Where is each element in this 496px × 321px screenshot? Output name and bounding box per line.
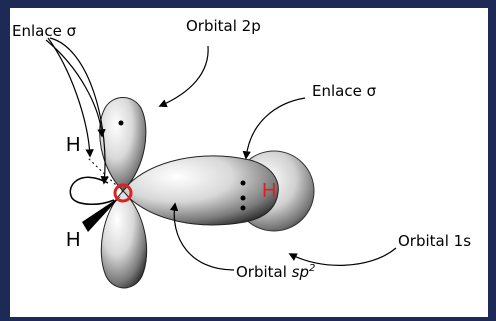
label-enlace-sigma-left: Enlace σ: [12, 22, 77, 40]
electron-dot: [240, 180, 246, 186]
label-orbital-2p: Orbital 2p: [186, 17, 261, 35]
arrow-sigma-right: [242, 97, 306, 160]
atom-h-bonded: H: [262, 180, 277, 202]
electron-dot: [240, 195, 246, 201]
label-orbital-sp2-prefix: Orbital: [236, 263, 292, 281]
arrow-orbital-2p: [158, 45, 209, 108]
diagram-panel: Enlace σ Orbital 2p Enlace σ Orbital 1s …: [10, 8, 488, 317]
sp2-lobe-right: [121, 155, 279, 226]
arrow-sigma-left-2: [45, 39, 106, 138]
arrow-orbital-1s: [288, 247, 397, 266]
electron-dot: [240, 205, 246, 211]
orbital-diagram: [45, 37, 397, 289]
wedge-bond: [82, 196, 121, 232]
p-lobe-upper: [99, 97, 147, 192]
p-lobe-lower: [100, 190, 148, 289]
label-orbital-sp2-main: sp: [291, 263, 310, 281]
atom-h-upper: H: [66, 134, 81, 156]
label-orbital-sp2-sup: 2: [309, 263, 316, 274]
electron-dot: [118, 120, 124, 126]
rotation-arc: [69, 176, 115, 205]
label-enlace-sigma-right: Enlace σ: [312, 82, 377, 100]
carbon-nucleus: [113, 183, 133, 203]
arrow-orbital-sp2: [169, 202, 235, 271]
label-orbital-sp2: Orbital sp2: [236, 264, 315, 280]
arrow-sigma-left-3: [49, 37, 109, 185]
label-orbital-1s: Orbital 1s: [398, 232, 472, 250]
atom-h-lower: H: [66, 229, 81, 251]
hashed-bond: [87, 157, 120, 189]
